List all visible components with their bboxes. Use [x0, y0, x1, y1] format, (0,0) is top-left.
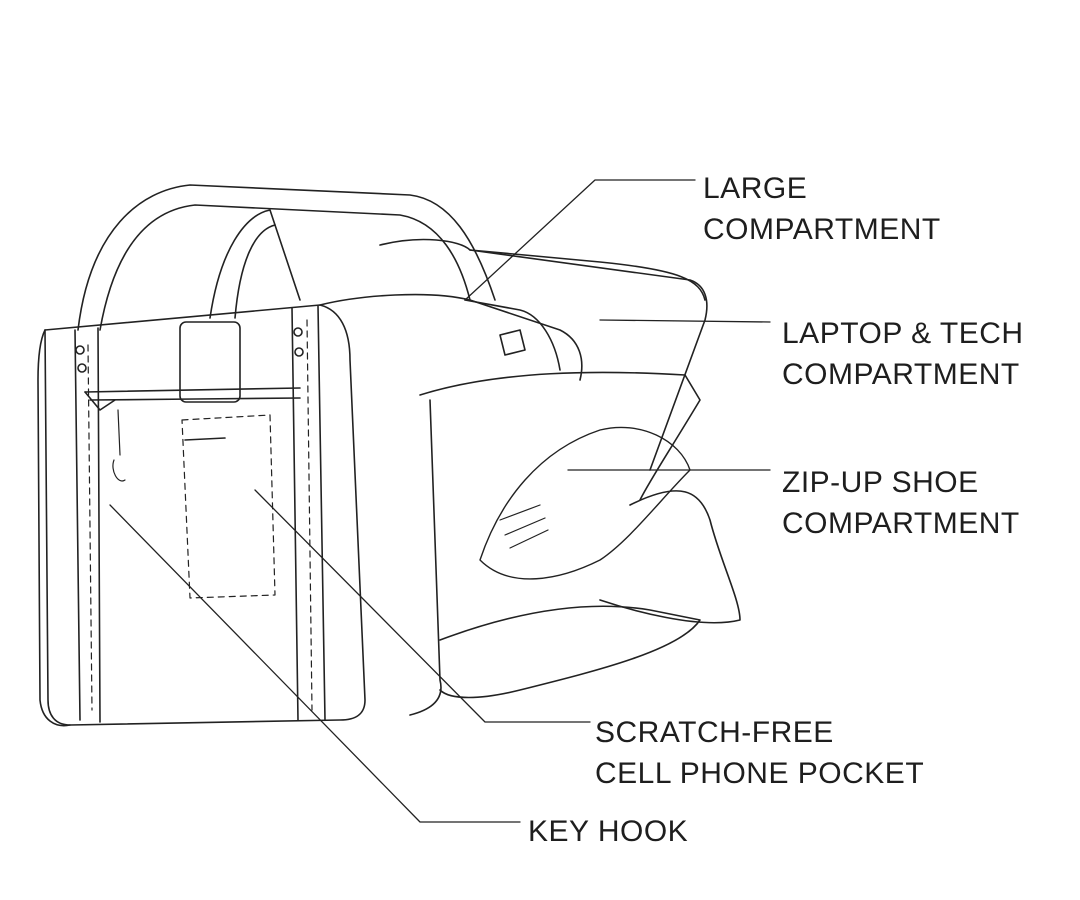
label-shoe-compartment: ZIP-UP SHOE COMPARTMENT [782, 462, 1020, 544]
leader-key-hook [109, 504, 521, 823]
handle-2 [209, 209, 301, 319]
leader-large-compartment [464, 179, 696, 301]
label-laptop-tech: LAPTOP & TECH COMPARTMENT [782, 313, 1024, 395]
handle-inner [99, 204, 471, 331]
label-line: LAPTOP & TECH [782, 317, 1024, 350]
label-line: COMPARTMENT [782, 507, 1020, 540]
handle-outer [77, 184, 496, 331]
leader-phone-pocket [254, 489, 591, 723]
label-line: SCRATCH-FREE [595, 716, 834, 749]
label-line: ZIP-UP SHOE [782, 466, 979, 499]
label-line: COMPARTMENT [782, 358, 1020, 391]
label-key-hook: KEY HOOK [528, 811, 688, 852]
label-line: COMPARTMENT [703, 213, 941, 246]
bag-front [44, 304, 366, 726]
bag-side [319, 293, 583, 381]
leader-laptop [599, 319, 771, 323]
shoe [479, 426, 691, 580]
label-line: LARGE [703, 172, 808, 205]
label-line: KEY HOOK [528, 815, 689, 848]
label-line: CELL PHONE POCKET [595, 757, 925, 790]
label-phone-pocket: SCRATCH-FREE CELL PHONE POCKET [595, 712, 924, 794]
label-large-compartment: LARGE COMPARTMENT [703, 168, 941, 250]
